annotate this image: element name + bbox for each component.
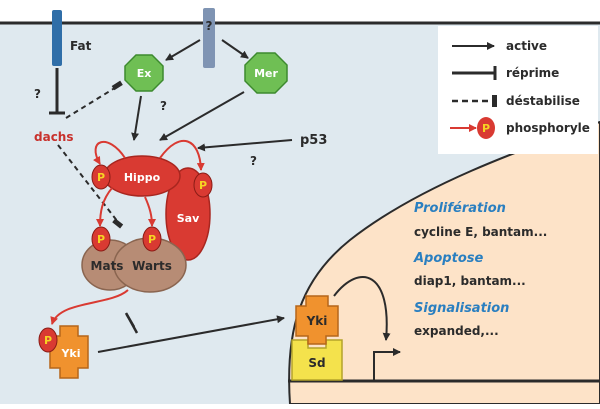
mats-label: Mats [91,259,124,273]
warts-label: Warts [132,259,172,273]
yki-cyto-label: Yki [60,347,80,360]
unknown-receptor [203,8,215,68]
arrow-receptor-to-mer [221,39,249,59]
phospho-hippo-self [93,140,126,165]
p-badge-warts-letter: P [148,233,156,246]
heading-proliferation: Prolifération [414,201,506,216]
arrow-mer-to-hippo [159,91,245,141]
legend-box [438,26,598,154]
yki-nuc-node [295,295,339,345]
repress-yki-translocation [124,312,139,334]
legend-destabilizes-tee [492,95,497,107]
sav-label: Sav [177,212,200,225]
phospho-hippo-mats [96,187,113,227]
legend-phospho-letter: P [482,122,490,135]
phospho-badge-yki: P [38,327,58,353]
phospho-hippo-warts [144,196,156,227]
fat-label: Fat [70,39,92,53]
arrow-p53-to-hippo [197,139,293,152]
sd-label: Sd [308,356,325,370]
genes-signalisation: expanded,... [414,324,499,338]
heading-apoptose: Apoptose [413,251,483,266]
phospho-hippo-sav [159,139,205,171]
phospho-badge-hippo: P [91,164,111,190]
dachs-destabilizes-warts-tee [112,218,124,229]
p-badge-sav [193,172,213,198]
transcription-start [373,348,401,380]
p-badge-yki [38,327,58,353]
phospho-badge-warts: P [142,226,162,252]
p-badge-hippo-letter: P [97,171,105,184]
phospho-warts-yki [50,289,129,325]
target-genes: Prolifération cycline E, bantam... Apopt… [413,201,547,338]
mer-node [244,52,288,94]
genes-apoptose: diap1, bantam... [414,274,526,288]
unknown-receptor-label: ? [206,19,213,33]
hippo-label: Hippo [124,171,161,184]
p-badge-warts [142,226,162,252]
legend-phospho-badge [477,117,495,139]
legend-represses-label: réprime [506,66,559,80]
dachs-label: dachs [34,130,74,144]
yki-activates-transcription [333,276,391,341]
legend-destabilizes-label: déstabilise [506,94,580,108]
heading-signalisation: Signalisation [414,301,509,316]
question-mark-p53: ? [250,154,257,168]
phospho-badge-sav: P [193,172,213,198]
question-mark-fat: ? [34,87,41,101]
mer-label: Mer [254,67,278,80]
phospho-badge-mats: P [91,226,111,252]
p-badge-mats [91,226,111,252]
yki-nuc-label: Yki [306,314,328,328]
p-badge-hippo [91,164,111,190]
p-badge-yki-letter: P [44,334,52,347]
legend: active réprime déstabilise P phosphoryle [450,39,590,139]
p-badge-mats-letter: P [97,233,105,246]
p53-label: p53 [300,133,327,148]
genes-proliferation: cycline E, bantam... [414,225,547,239]
arrow-yki-to-nucleus [97,315,285,353]
p-badge-sav-letter: P [199,179,207,192]
dachs-destabilizes-warts [57,144,119,223]
fat-receptor [52,10,62,66]
fat-destabilizes-ex [65,85,119,119]
arrow-ex-to-hippo [131,95,142,141]
question-mark-ex: ? [160,99,167,113]
fat-destabilizes-ex-tee [111,80,123,91]
arrow-receptor-to-ex [165,39,201,61]
legend-active-label: active [506,39,547,53]
legend-phospho-label: phosphoryle [506,121,590,135]
ex-label: Ex [137,67,152,80]
ex-node [124,54,164,92]
